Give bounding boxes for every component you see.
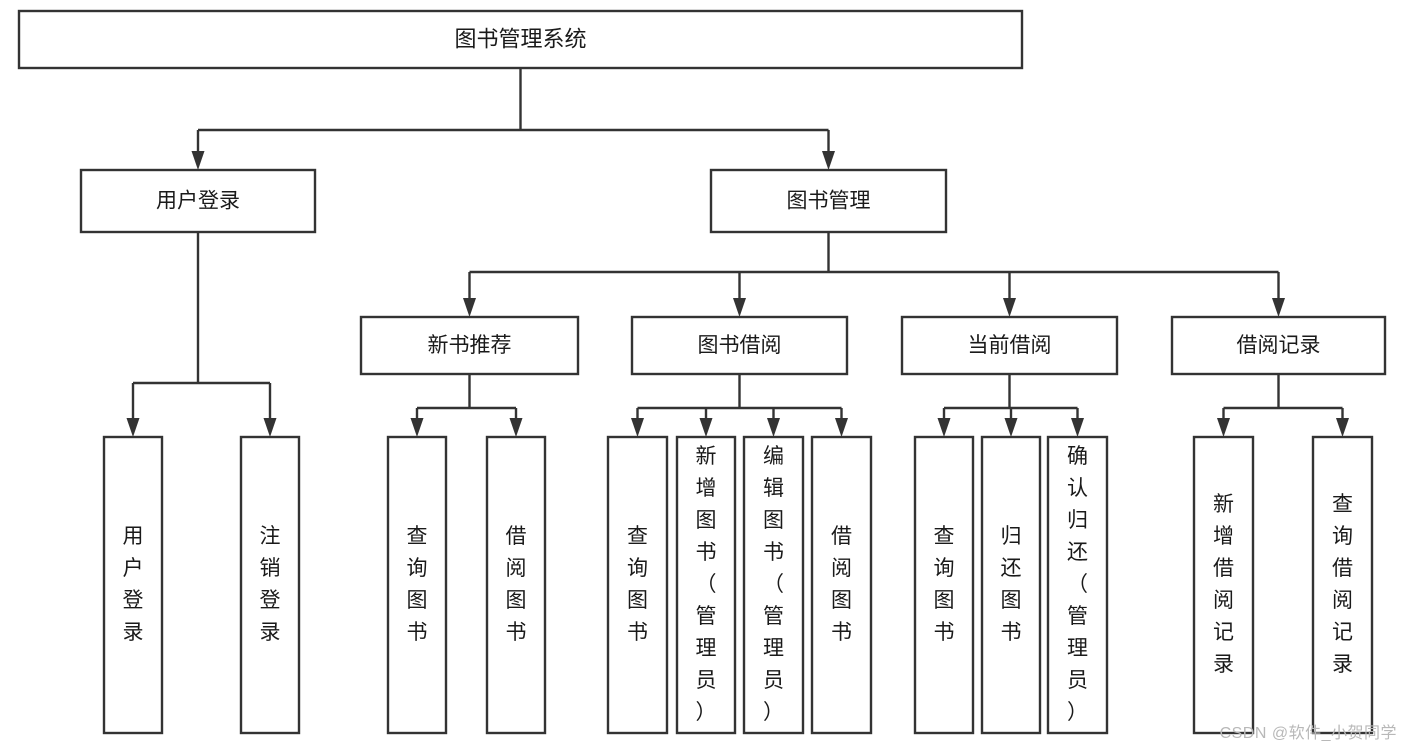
node-box-leaf-query-borrow-record xyxy=(1311,435,1374,735)
node-box-leaf-query-book-current xyxy=(913,435,975,735)
node-leaf-query-book-current[interactable]: 查询图书 xyxy=(913,435,975,735)
node-label-leaf-borrow-book: 借阅图书 xyxy=(831,525,852,644)
node-box-borrow-record xyxy=(1170,315,1387,376)
arrow-head xyxy=(1272,298,1285,317)
node-label-leaf-query-book-borrow: 查询图书 xyxy=(627,525,648,644)
node-label-root: 图书管理系统 xyxy=(454,26,586,51)
node-leaf-return-book[interactable]: 归还图书 xyxy=(980,435,1042,735)
node-leaf-borrow-book[interactable]: 借阅图书 xyxy=(810,435,873,735)
node-current-borrow[interactable]: 当前借阅 xyxy=(900,315,1119,376)
arrow-head xyxy=(822,151,835,170)
node-box-root xyxy=(17,9,1024,70)
node-box-leaf-add-book-admin xyxy=(675,435,737,735)
arrow-head xyxy=(191,151,205,170)
node-new-book-recommend[interactable]: 新书推荐 xyxy=(359,315,580,376)
node-box-user-login xyxy=(79,168,317,234)
arrow-head xyxy=(631,418,644,437)
arrow-head xyxy=(1004,418,1018,437)
node-label-leaf-user-login: 用户登录 xyxy=(123,525,144,644)
node-box-leaf-edit-book-admin xyxy=(742,435,805,735)
node-borrow-record[interactable]: 借阅记录 xyxy=(1170,315,1387,376)
connectors-layer xyxy=(126,68,1349,437)
arrow-head xyxy=(126,418,140,437)
arrow-head xyxy=(767,418,780,437)
arrow-head xyxy=(410,418,424,437)
node-label-leaf-confirm-return-admin: 确认归还（管理员） xyxy=(1067,445,1088,724)
node-label-current-borrow: 当前借阅 xyxy=(968,334,1052,357)
node-box-new-book-recommend xyxy=(359,315,580,376)
node-box-leaf-borrow-book xyxy=(810,435,873,735)
node-leaf-confirm-return-admin[interactable]: 确认归还（管理员） xyxy=(1046,435,1109,735)
node-leaf-user-login[interactable]: 用户登录 xyxy=(102,435,164,735)
node-root[interactable]: 图书管理系统 xyxy=(17,9,1024,70)
arrow-head xyxy=(1336,418,1349,437)
node-box-leaf-user-login xyxy=(102,435,164,735)
node-book-manage[interactable]: 图书管理 xyxy=(709,168,948,234)
node-leaf-query-borrow-record[interactable]: 查询借阅记录 xyxy=(1311,435,1374,735)
node-label-book-borrow: 图书借阅 xyxy=(698,334,782,357)
node-label-user-login: 用户登录 xyxy=(156,190,240,213)
node-label-leaf-add-book-admin: 新增图书（管理员） xyxy=(696,445,717,724)
node-leaf-query-book-recommend[interactable]: 查询图书 xyxy=(386,435,448,735)
node-box-current-borrow xyxy=(900,315,1119,376)
node-box-leaf-query-book-borrow xyxy=(606,435,669,735)
node-label-leaf-logout-login: 注销登录 xyxy=(260,525,281,644)
node-leaf-add-borrow-record[interactable]: 新增借阅记录 xyxy=(1192,435,1255,735)
node-leaf-add-book-admin[interactable]: 新增图书（管理员） xyxy=(675,435,737,735)
arrow-head xyxy=(733,298,746,317)
node-label-leaf-borrow-book-recommend: 借阅图书 xyxy=(506,525,527,644)
node-leaf-edit-book-admin[interactable]: 编辑图书（管理员） xyxy=(742,435,805,735)
node-user-login[interactable]: 用户登录 xyxy=(79,168,317,234)
node-box-leaf-query-book-recommend xyxy=(386,435,448,735)
node-label-leaf-return-book: 归还图书 xyxy=(1001,525,1022,644)
node-label-leaf-query-book-current: 查询图书 xyxy=(934,525,955,644)
node-box-leaf-logout-login xyxy=(239,435,301,735)
node-box-leaf-confirm-return-admin xyxy=(1046,435,1109,735)
node-label-leaf-query-borrow-record: 查询借阅记录 xyxy=(1332,493,1353,676)
arrow-head xyxy=(699,418,713,437)
node-box-book-manage xyxy=(709,168,948,234)
node-label-new-book-recommend: 新书推荐 xyxy=(428,334,512,357)
arrow-head xyxy=(263,418,277,437)
arrow-head xyxy=(1071,418,1084,437)
node-label-leaf-query-book-recommend: 查询图书 xyxy=(407,525,428,644)
node-leaf-query-book-borrow[interactable]: 查询图书 xyxy=(606,435,669,735)
node-box-leaf-borrow-book-recommend xyxy=(485,435,547,735)
node-label-leaf-edit-book-admin: 编辑图书（管理员） xyxy=(763,445,784,724)
node-box-leaf-add-borrow-record xyxy=(1192,435,1255,735)
nodes-layer: 图书管理系统用户登录图书管理新书推荐图书借阅当前借阅借阅记录用户登录注销登录查询… xyxy=(17,9,1387,735)
arrow-head xyxy=(463,298,476,317)
arrow-head xyxy=(937,418,951,437)
arrow-head xyxy=(1003,298,1016,317)
arrow-head xyxy=(509,418,523,437)
arrow-head xyxy=(835,418,848,437)
node-leaf-borrow-book-recommend[interactable]: 借阅图书 xyxy=(485,435,547,735)
node-book-borrow[interactable]: 图书借阅 xyxy=(630,315,849,376)
node-leaf-logout-login[interactable]: 注销登录 xyxy=(239,435,301,735)
node-box-leaf-return-book xyxy=(980,435,1042,735)
node-box-book-borrow xyxy=(630,315,849,376)
node-label-leaf-add-borrow-record: 新增借阅记录 xyxy=(1213,493,1234,676)
node-label-borrow-record: 借阅记录 xyxy=(1237,334,1321,357)
arrow-head xyxy=(1217,418,1230,437)
node-label-book-manage: 图书管理 xyxy=(787,190,871,213)
